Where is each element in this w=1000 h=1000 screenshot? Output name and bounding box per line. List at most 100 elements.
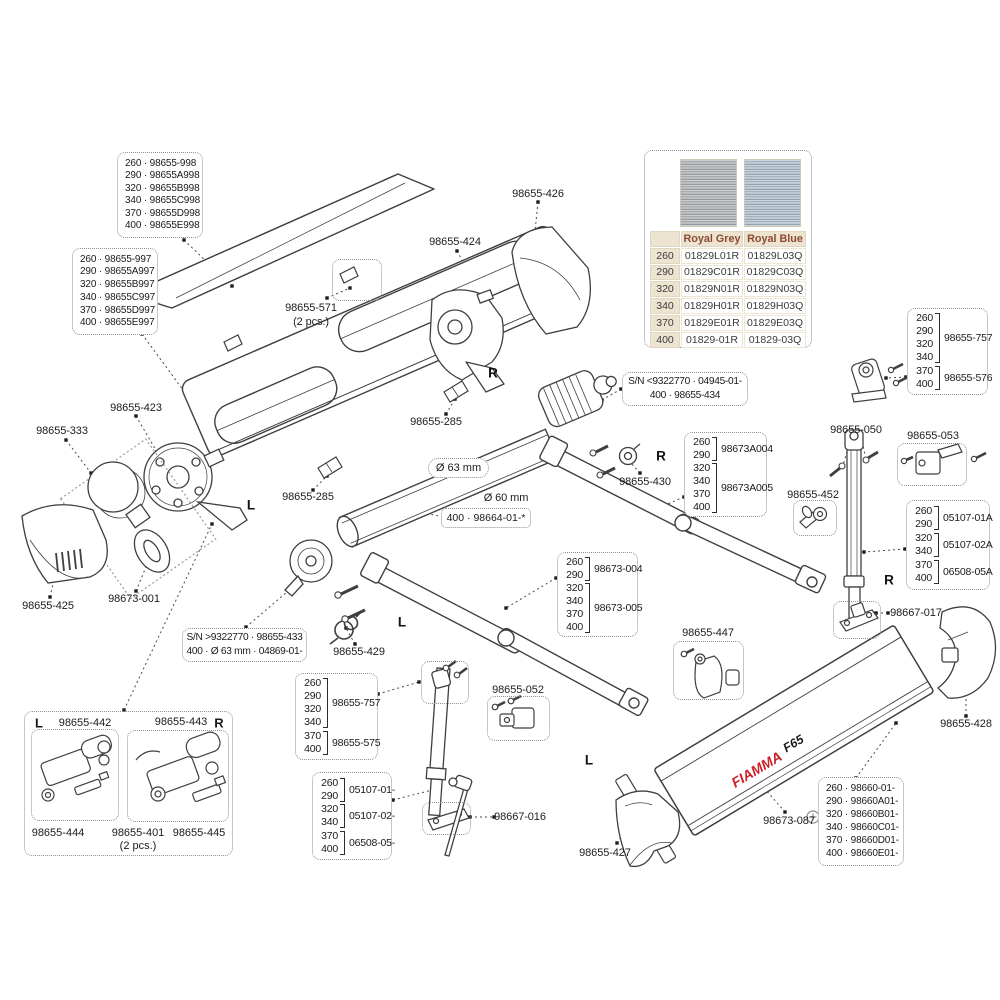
- label-98655-571: 98655-571: [285, 302, 337, 314]
- bracket-glyph: [585, 557, 590, 581]
- size-cell: 400: [650, 331, 680, 348]
- label-98655-285-upper: 98655-285: [410, 416, 462, 428]
- label-98655-425: 98655-425: [22, 600, 74, 612]
- screws-98655-050: [829, 450, 879, 478]
- label-98655-333: 98655-333: [36, 425, 88, 437]
- sn-line: S/N <9322770 · 04945-01-: [628, 376, 742, 387]
- kit-right-bracket: [135, 731, 227, 803]
- end-cover-98655-426: [511, 226, 591, 335]
- code-cell: 01829-03Q: [744, 331, 806, 348]
- box-98655-447: [673, 641, 744, 700]
- label-98673-087: 98673-087: [763, 815, 815, 827]
- box-foot-98667-016: [422, 802, 471, 835]
- mechanism-98655-424: [429, 289, 505, 393]
- size-label: 340: [304, 716, 321, 729]
- callout-98673-004-005: 260 290 98673-004 320 340 370 400 98673-…: [557, 552, 643, 637]
- sn-line: 400 · Ø 63 mm · 04869-01-: [186, 646, 303, 657]
- code-cell: 01829N03Q: [744, 281, 806, 298]
- bracket-98655-052: [491, 694, 535, 729]
- part-row: 340 · 98655C998: [125, 195, 201, 207]
- kit-left-letter: L: [35, 715, 43, 731]
- size-label: 400: [693, 501, 710, 513]
- callout-98655-757-576: 260 290 320 340 98655-757 370 400 98655-…: [907, 308, 993, 395]
- size-label: 260: [693, 436, 710, 448]
- letter-r-leg: R: [884, 572, 894, 588]
- size-label: 320: [321, 803, 338, 815]
- part-row: 260 · 98655-997: [80, 253, 152, 265]
- size-label: 290: [566, 569, 583, 581]
- code-cell: 01829L03Q: [744, 247, 806, 264]
- label-98655-285-lower: 98655-285: [282, 491, 334, 503]
- end-cover-98655-427: [615, 790, 681, 868]
- size-cell: 320: [650, 281, 680, 298]
- bracket-glyph: [323, 678, 328, 729]
- fabric-color-table: Royal Grey Royal Blue 260 01829L01R 0182…: [644, 150, 812, 348]
- size-label: 290: [693, 449, 710, 461]
- label-98655-447: 98655-447: [682, 627, 734, 639]
- letter-l-leg: L: [584, 752, 594, 768]
- callout-sn-less-9322770: S/N <9322770 · 04945-01- 400 · 98655-434: [622, 372, 748, 406]
- label-98655-429: 98655-429: [333, 646, 385, 658]
- letter-r-mechanism: R: [488, 365, 498, 381]
- winch-98673-001-group: [59, 438, 217, 600]
- kit-left-bracket: [40, 734, 112, 802]
- size-label: 340: [321, 816, 338, 828]
- size-group: 320 340 370 400 98673A005: [689, 462, 773, 514]
- callout-fabric-roller-997: 260 · 98655-997 290 · 98655A997 320 · 98…: [72, 248, 158, 335]
- size-group: 320 340 370 400 98673-005: [562, 582, 643, 634]
- size-label: 290: [304, 690, 321, 703]
- kit-part-445: 98655-445: [172, 827, 226, 839]
- size-group: 260 290 98673-004: [562, 556, 643, 582]
- size-cell: 290: [650, 264, 680, 281]
- callout-98673A004-A005: 260 290 98673A004 320 340 370 400 98673A…: [684, 432, 773, 517]
- wall-bracket-right: [851, 358, 909, 403]
- label-98655-424: 98655-424: [429, 236, 481, 248]
- size-label: 340: [915, 545, 932, 557]
- code-cell: 01829C03Q: [744, 264, 806, 281]
- size-group: 320 340 05107-02-: [317, 803, 395, 829]
- column-header: Royal Blue: [744, 231, 806, 247]
- part-row: 290 · 98655A998: [125, 170, 200, 182]
- callout-05107A-right: 260 290 05107-01A 320 340 05107-02A 370 …: [906, 500, 993, 590]
- callout-lead-bar-98660: 260 · 98660-01- 290 · 98660A01- 320 · 98…: [818, 777, 904, 866]
- kit-part-401: 98655-401: [111, 827, 165, 839]
- size-cell: 260: [650, 247, 680, 264]
- size-label: 260: [915, 505, 932, 517]
- code-cell: 01829E01R: [681, 314, 743, 331]
- size-cell: 370: [650, 314, 680, 331]
- kit-part-401-qty: (2 pcs.): [119, 840, 157, 852]
- part-number: 05107-01A: [943, 512, 993, 524]
- size-label: 260: [566, 556, 583, 568]
- left-spring-arm: [360, 552, 649, 717]
- size-label: 370: [693, 488, 710, 500]
- end-cover-98655-425: [21, 504, 108, 584]
- fabric-swatches: [680, 159, 801, 227]
- box-foot-98667-017: [833, 601, 881, 639]
- knob-98655-433: [284, 539, 333, 597]
- label-98655-430: 98655-430: [619, 476, 671, 488]
- label-98655-426: 98655-426: [512, 188, 564, 200]
- box-leg-top: [421, 661, 469, 704]
- label-98655-428: 98655-428: [940, 718, 992, 730]
- part-row: 340 · 98655C997: [80, 291, 156, 303]
- callout-98655-757-575: 260 290 320 340 98655-757 370 400 98655-…: [295, 673, 381, 760]
- label-98655-571-qty: (2 pcs.): [293, 316, 329, 328]
- size-group: 260 290 98673A004: [689, 436, 773, 462]
- part-row: 370 · 98660D01-: [826, 835, 899, 846]
- bracket-glyph: [712, 463, 717, 513]
- part-row: 340 · 98660C01-: [826, 822, 899, 833]
- letter-r-arm: R: [656, 448, 666, 464]
- part-number: 06508-05-: [349, 836, 396, 849]
- size-group: 370 400 06508-05A: [911, 559, 993, 585]
- size-label: 340: [566, 595, 583, 607]
- size-label: 370: [916, 364, 933, 377]
- label-98655-423: 98655-423: [110, 402, 162, 414]
- size-label: 370: [304, 729, 321, 742]
- roller-tube: [336, 428, 559, 548]
- size-group: 320 340 05107-02A: [911, 532, 993, 558]
- fabric-grid: Royal Grey Royal Blue 260 01829L01R 0182…: [650, 231, 806, 348]
- sn-line: 400 · 98655-434: [649, 390, 721, 401]
- part-number: 05107-02A: [943, 539, 993, 551]
- kit-left-box: [31, 729, 119, 821]
